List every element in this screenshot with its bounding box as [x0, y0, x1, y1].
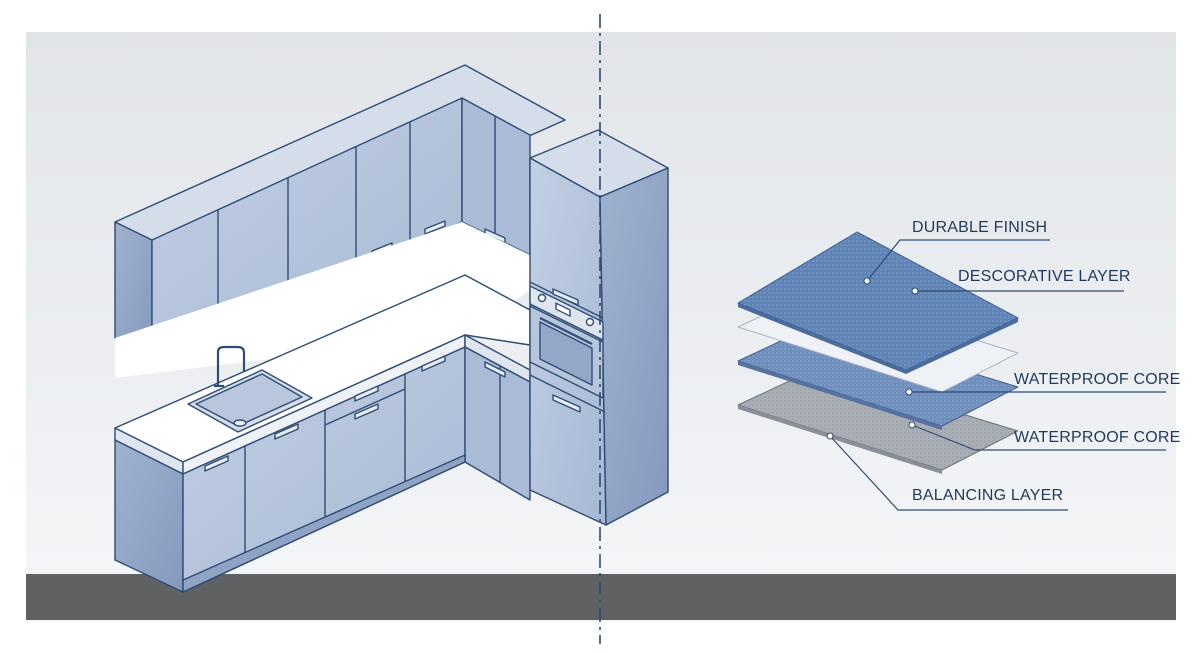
lower-cabinet-right-run	[464, 346, 531, 501]
layer-stack	[737, 231, 1019, 474]
faucet	[216, 345, 246, 386]
label-decorative-layer: DESCORATIVE LAYER	[958, 268, 1131, 285]
lower-handles	[204, 355, 506, 472]
floor-band	[26, 574, 1176, 620]
tall-cabinet-side	[599, 167, 669, 526]
callout-dots	[826, 277, 919, 440]
callout-leaders	[829, 239, 1166, 511]
label-balancing-layer: BALANCING LAYER	[912, 487, 1063, 504]
label-waterproof-core-upper: WATERPROOF CORE	[1014, 371, 1181, 388]
kitchen-illustration	[114, 64, 669, 593]
label-durable-finish: DURABLE FINISH	[912, 219, 1047, 236]
label-waterproof-core-lower: WATERPROOF CORE	[1014, 429, 1181, 446]
